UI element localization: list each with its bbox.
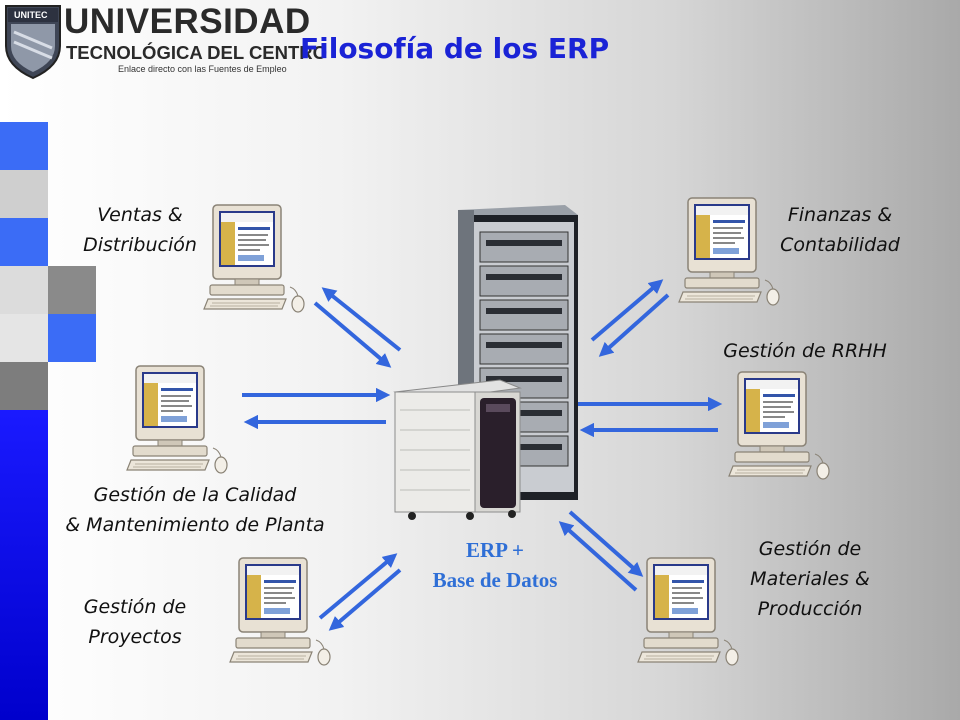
sidebar-square	[48, 266, 96, 314]
arrow-from-erp	[590, 279, 664, 342]
module-label-proyectos: Gestión de Proyectos	[83, 596, 187, 648]
sidebar-bar	[0, 410, 48, 720]
sidebar-square	[0, 314, 48, 362]
arrow-from-erp	[328, 568, 402, 631]
shield-icon	[5, 5, 61, 80]
sidebar-square	[0, 122, 48, 170]
sidebar-square	[0, 170, 48, 218]
logo-line1: UNIVERSIDAD	[64, 2, 311, 41]
sidebar-square	[0, 218, 48, 266]
sidebar-square	[48, 314, 96, 362]
page-title: Filosofía de los ERP	[300, 32, 610, 65]
arrow-to-erp	[598, 293, 670, 357]
module-label-ventas: Ventas & Distribución	[83, 204, 197, 256]
module-label-rrhh: Gestión de RRHH	[723, 340, 887, 362]
arrow-to-erp	[558, 521, 638, 592]
arrow-to-erp	[318, 553, 398, 620]
sidebar-square	[0, 362, 48, 410]
module-label-calidad: Gestión de la Calidad & Mantenimiento de…	[65, 484, 325, 536]
logo-line2: TECNOLÓGICA DEL CENTRO	[66, 42, 328, 63]
module-label-materiales: Gestión de Materiales & Producción	[750, 538, 870, 620]
arrow-from-erp	[568, 510, 644, 577]
logo-tagline: Enlace directo con las Fuentes de Empleo	[118, 64, 287, 74]
logo-badge: UNITEC	[14, 10, 48, 20]
erp-center-label: ERP + Base de Datos	[432, 538, 558, 592]
module-label-finanzas: Finanzas & Contabilidad	[780, 204, 900, 256]
sidebar-square	[0, 266, 48, 314]
tower-server-icon	[393, 379, 522, 520]
arrow-from-erp	[321, 287, 402, 352]
arrow-to-erp	[313, 301, 392, 368]
